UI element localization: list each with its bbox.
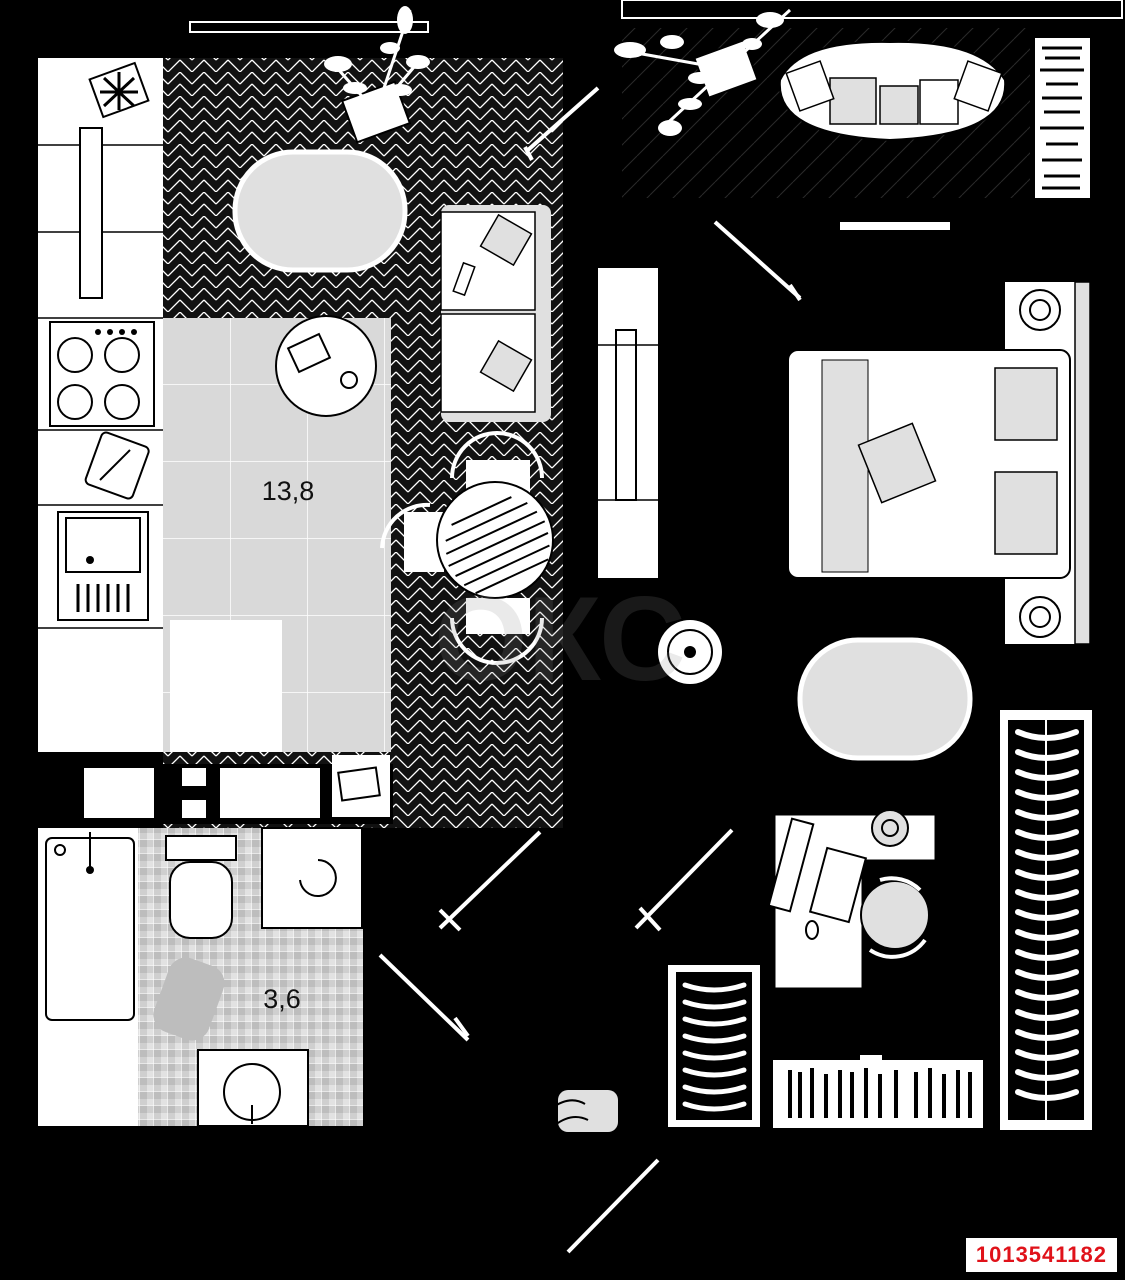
fridge (170, 620, 282, 752)
storage-box (220, 768, 320, 818)
dining-table (380, 431, 554, 665)
kitchen-sink (57, 511, 149, 621)
bookshelf-horizontal (773, 1055, 983, 1128)
bathroom-area: 3,6 (38, 827, 363, 1127)
kitchen-area: 13,8 (38, 6, 563, 828)
robot-vacuum (658, 620, 722, 684)
kitchen-rug (232, 149, 408, 273)
wall-tv-kitchen (79, 127, 103, 299)
bathroom-sink (197, 1049, 309, 1127)
floor-plant (324, 6, 430, 144)
bookshelf-vertical (1035, 38, 1090, 198)
wardrobe-right (1000, 710, 1092, 1130)
slippers (551, 1090, 618, 1132)
watermark: ОКС (434, 572, 686, 706)
coffee-table (275, 315, 377, 417)
desk-workspace (767, 809, 936, 989)
bedroom-area (551, 8, 1092, 1132)
washing-machine (261, 827, 363, 929)
toilet (165, 835, 237, 939)
balcony-plant (614, 8, 792, 136)
cooktop (49, 321, 155, 427)
towel-bar (840, 222, 950, 230)
plant-on-counter (88, 61, 150, 119)
double-bed (787, 281, 1091, 645)
sofa-left (440, 205, 551, 422)
storage-box (84, 768, 154, 818)
hall-storage (38, 755, 393, 824)
bedroom-rug (797, 637, 973, 761)
listing-id-badge: 1013541182 (965, 1238, 1117, 1272)
tv-unit (598, 268, 658, 578)
windows (189, 0, 1123, 33)
kitchen-area-label: 13,8 (262, 476, 315, 506)
bath-mat (153, 957, 225, 1041)
door-swings (378, 86, 802, 1254)
curved-sofa (778, 40, 1007, 142)
cutting-board (84, 431, 150, 500)
wardrobe-small (668, 965, 760, 1127)
bathroom-area-label: 3,6 (263, 984, 301, 1014)
